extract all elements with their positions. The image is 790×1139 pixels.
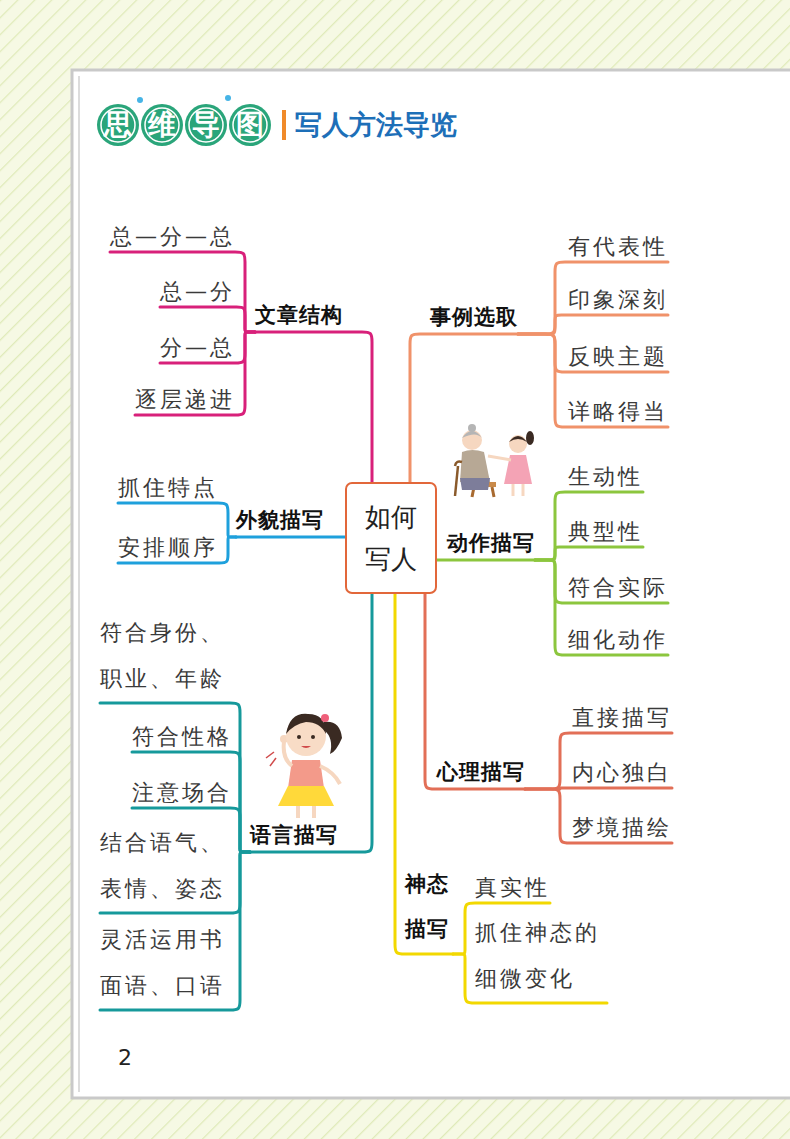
- branch-line: [518, 334, 668, 372]
- leaf-label: 符合身份、职业、年龄: [100, 610, 232, 702]
- node-text: 总—分: [160, 278, 235, 306]
- node-text: 灵活运用书面语、口语: [100, 917, 232, 1009]
- branch-line: [518, 334, 668, 427]
- page-title: 写人方法导览: [295, 108, 457, 142]
- node-text: 内心独白: [572, 759, 672, 787]
- branch-line: [410, 334, 518, 482]
- node-text: 抓住神态的细微变化: [475, 910, 607, 1002]
- node-text: 分—总: [160, 334, 235, 362]
- leaf-label: 总—分—总: [110, 223, 235, 251]
- node-text: 符合实际: [568, 574, 668, 602]
- branch-line: [135, 332, 255, 415]
- node-text: 语言描写: [250, 822, 338, 848]
- branch-label: 动作描写: [447, 530, 535, 560]
- node-text: 符合性格: [132, 723, 232, 751]
- talking-girl-figure: [266, 714, 342, 818]
- node-text: 动作描写: [447, 530, 535, 556]
- leaf-label: 典型性: [568, 518, 643, 546]
- branch-label: 文章结构: [255, 302, 343, 332]
- leaf-label: 抓住特点: [118, 474, 218, 502]
- leaf-label: 真实性: [475, 874, 550, 902]
- leaf-label: 注意场合: [132, 779, 232, 807]
- branch-line: [250, 594, 372, 852]
- leaf-label: 详略得当: [568, 398, 668, 426]
- node-text: 如何 写人: [361, 496, 421, 580]
- branch-line: [100, 703, 250, 852]
- branch-label: 事例选取: [430, 304, 518, 334]
- leaf-label: 符合实际: [568, 574, 668, 602]
- panel-inner-line: [78, 76, 80, 1092]
- leaf-label: 灵活运用书面语、口语: [100, 917, 232, 1009]
- node-text: 典型性: [568, 518, 643, 546]
- node-text: 真实性: [475, 874, 550, 902]
- branch-line: [525, 789, 672, 843]
- leaf-label: 内心独白: [572, 759, 672, 787]
- node-text: 逐层递进: [135, 386, 235, 414]
- page-number: 2: [118, 1044, 132, 1072]
- node-text: 梦境描绘: [572, 814, 672, 842]
- leaf-label: 抓住神态的细微变化: [475, 910, 607, 1002]
- leaf-label: 符合性格: [132, 723, 232, 751]
- branch-line: [255, 332, 372, 482]
- branch-line: [160, 332, 255, 363]
- white-panel: [72, 70, 790, 1098]
- branch-line: [118, 503, 236, 537]
- node-text: 有代表性: [568, 233, 668, 261]
- node-text: 文章结构: [255, 302, 343, 328]
- branch-label: 神态 描写: [405, 862, 453, 954]
- badge-text: 思维导图: [104, 107, 280, 143]
- branch-line: [518, 262, 668, 334]
- node-text: 事例选取: [430, 304, 518, 330]
- node-text: 细化动作: [568, 626, 668, 654]
- title-badge: [97, 95, 286, 146]
- grandma-girl-figure: [455, 424, 534, 497]
- branch-line: [425, 594, 525, 789]
- branch-line: [535, 547, 643, 560]
- branch-line: [525, 733, 672, 789]
- leaf-label: 分—总: [160, 334, 235, 362]
- branch-line: [100, 852, 250, 1010]
- branch-line: [160, 307, 255, 332]
- node-text: 直接描写: [572, 704, 672, 732]
- leaf-label: 生动性: [568, 463, 643, 491]
- node-text: 安排顺序: [118, 534, 218, 562]
- branch-line: [518, 315, 668, 334]
- node-text: 结合语气、表情、姿态: [100, 820, 232, 912]
- node-text: 注意场合: [132, 779, 232, 807]
- node-text: 总—分—总: [110, 223, 235, 251]
- node-text: 印象深刻: [568, 286, 668, 314]
- leaf-label: 梦境描绘: [572, 814, 672, 842]
- leaf-label: 总—分: [160, 278, 235, 306]
- branch-label: 语言描写: [250, 822, 338, 852]
- branch-line: [535, 560, 668, 655]
- node-text: 神态 描写: [405, 862, 453, 952]
- node-text: 详略得当: [568, 398, 668, 426]
- leaf-label: 直接描写: [572, 704, 672, 732]
- branch-label: 心理描写: [437, 759, 525, 789]
- leaf-label: 印象深刻: [568, 286, 668, 314]
- node-text: 心理描写: [437, 759, 525, 785]
- node-text: 反映主题: [568, 343, 668, 371]
- center-box: 如何 写人: [345, 482, 437, 594]
- branch-line: [437, 559, 535, 562]
- leaf-label: 安排顺序: [118, 534, 218, 562]
- node-text: 生动性: [568, 463, 643, 491]
- leaf-label: 结合语气、表情、姿态: [100, 820, 232, 912]
- node-text: 外貌描写: [236, 507, 324, 533]
- leaf-label: 有代表性: [568, 233, 668, 261]
- branch-label: 外貌描写: [236, 507, 324, 537]
- leaf-label: 细化动作: [568, 626, 668, 654]
- node-text: 符合身份、职业、年龄: [100, 610, 232, 702]
- branch-line: [535, 492, 643, 560]
- leaf-label: 逐层递进: [135, 386, 235, 414]
- branch-line: [110, 252, 255, 332]
- leaf-label: 反映主题: [568, 343, 668, 371]
- branch-line: [236, 536, 345, 539]
- node-text: 抓住特点: [118, 474, 218, 502]
